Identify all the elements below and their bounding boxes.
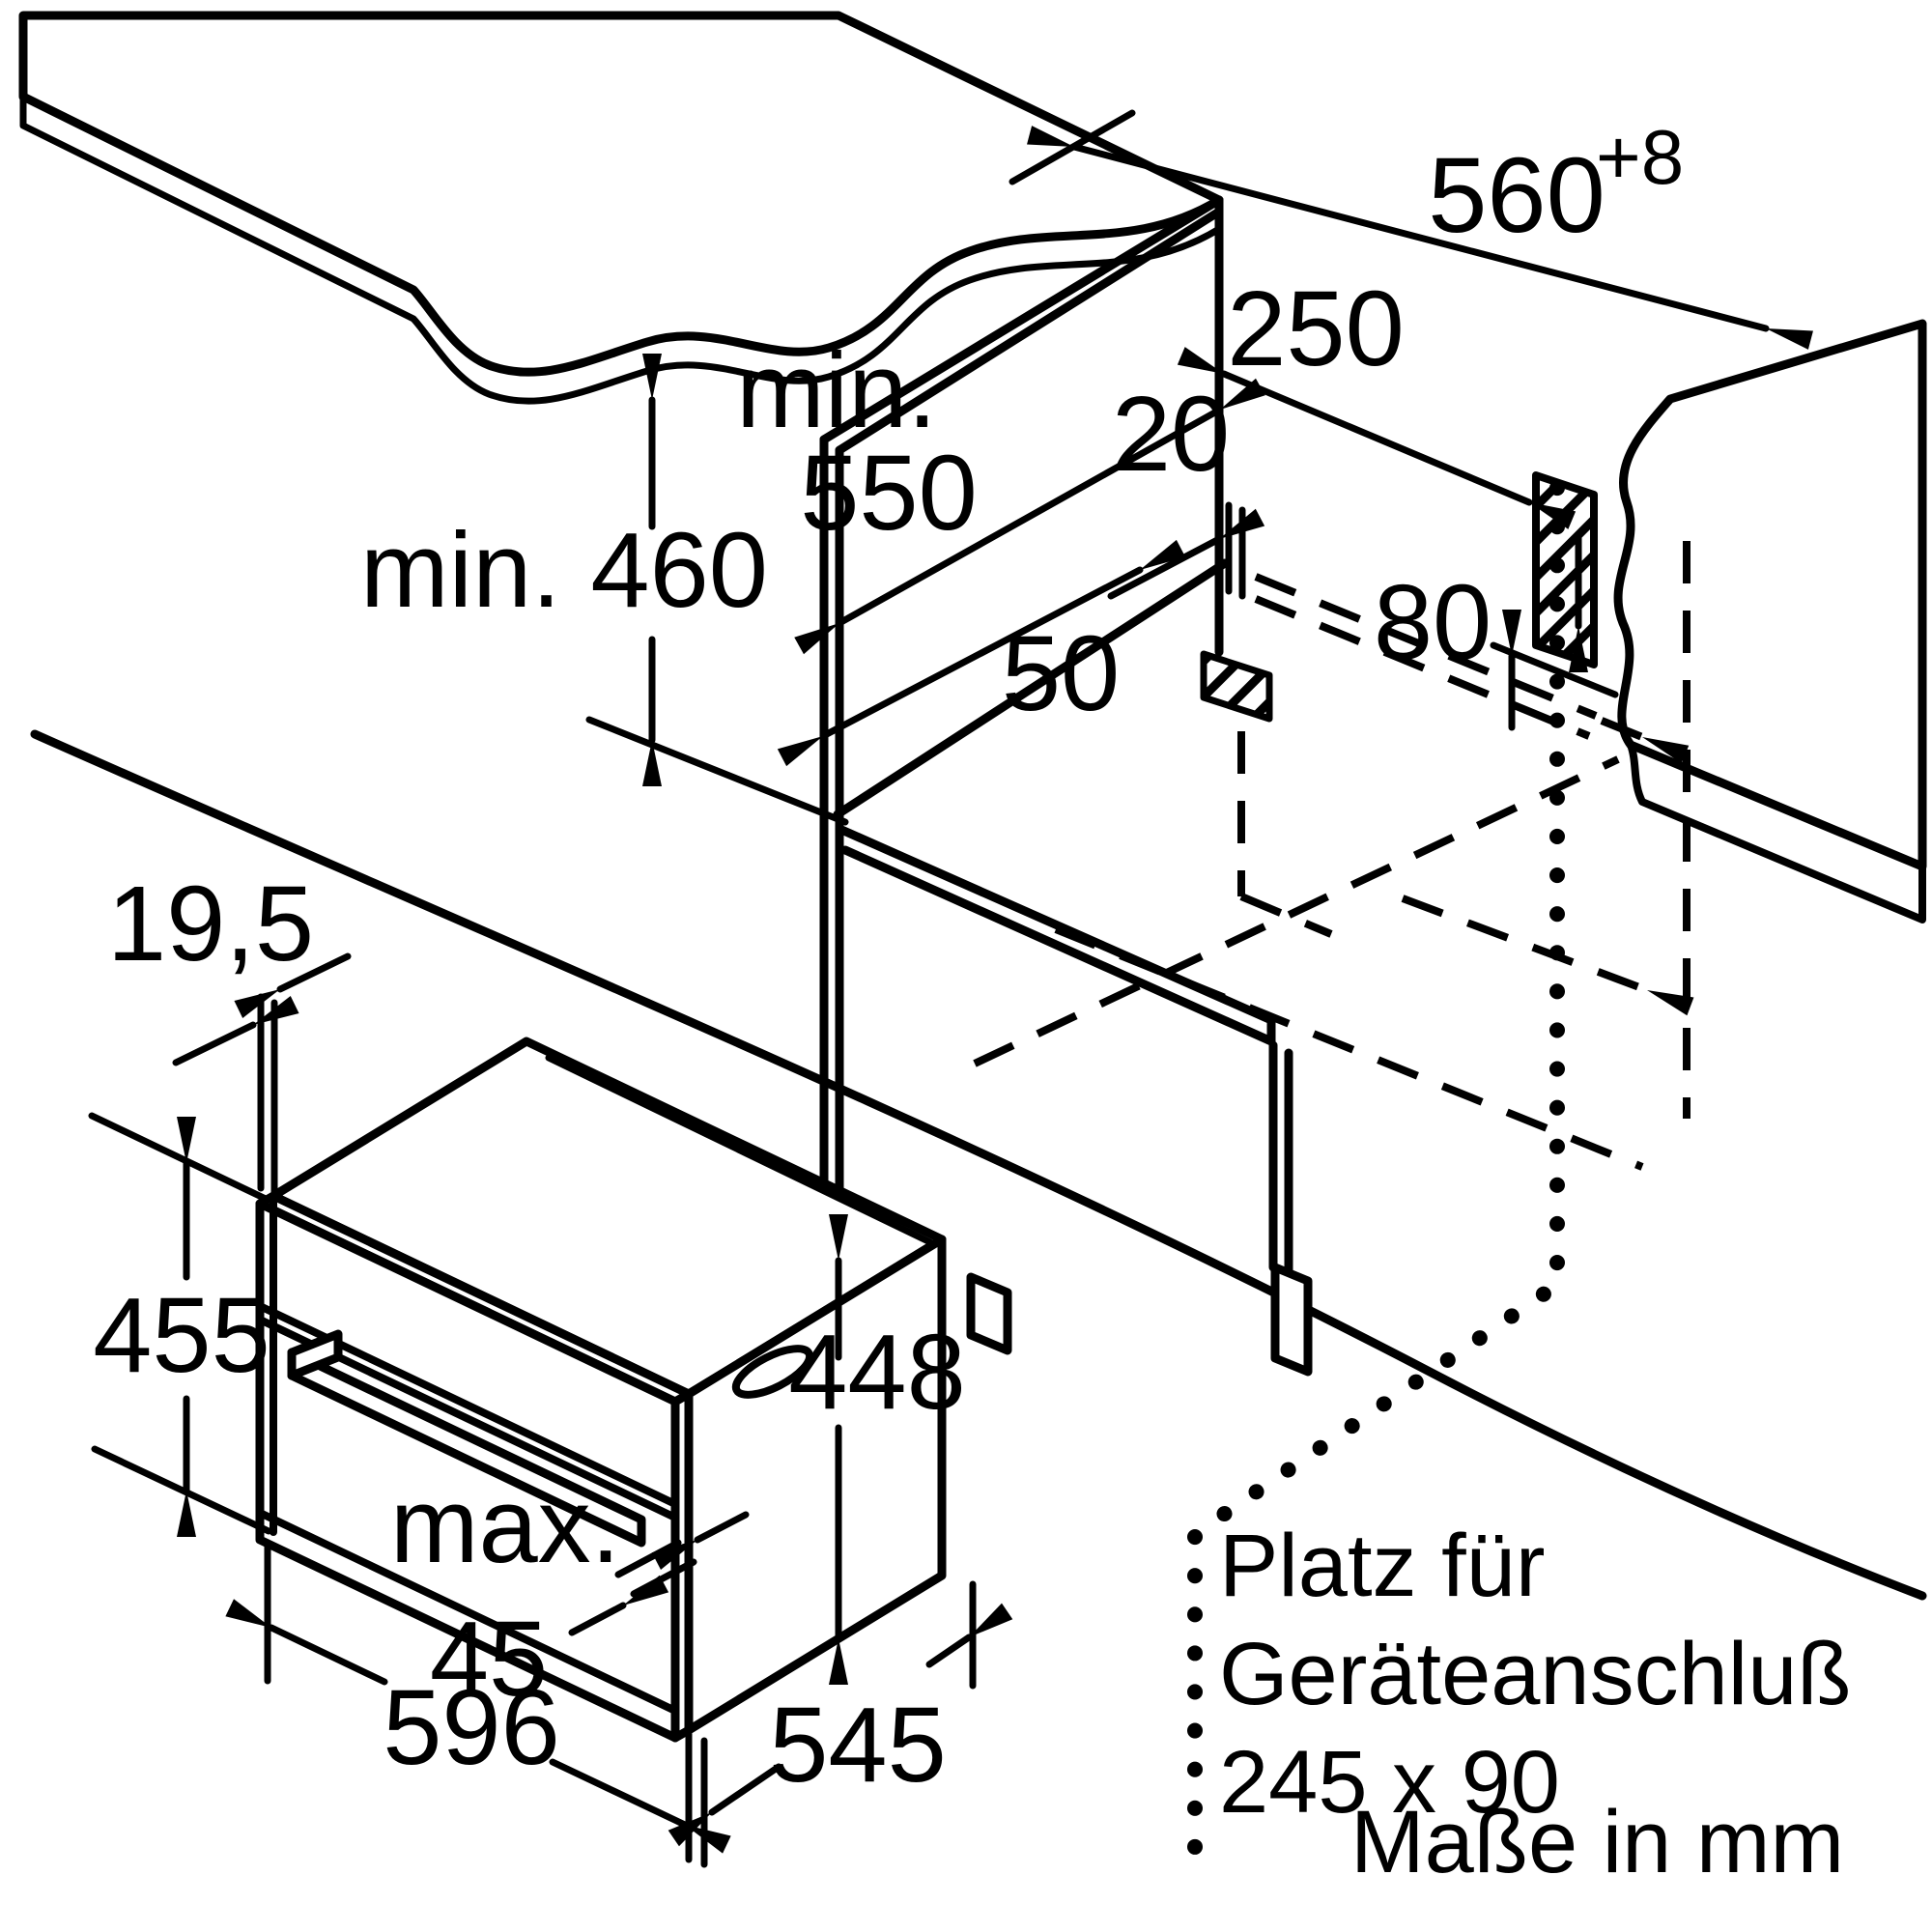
shelf-front-edge (835, 824, 1276, 1046)
label-oven-width: 596 (383, 1668, 560, 1787)
wall-bottom-edge (1627, 741, 1926, 923)
partition-thickness-lines (1225, 501, 1246, 600)
oven-door-handle-end (287, 1329, 343, 1380)
partition-cut-section (1200, 650, 1273, 723)
floor-line (30, 729, 1927, 1601)
dimension-lines (88, 109, 1813, 1868)
label-niche-height: min. 460 (360, 511, 768, 630)
cabinet-foot-middle (966, 1272, 1012, 1355)
label-panel-overhang: 19,5 (107, 865, 314, 983)
label-niche-width-tolerance: +8 (1596, 114, 1684, 200)
units-note: Maße in mm (1350, 1793, 1844, 1891)
right-wall-panel (1613, 319, 1927, 923)
connection-note-line1: Platz für (1219, 1517, 1545, 1615)
label-oven-front-height: 455 (93, 1276, 270, 1395)
connection-area-hatch (1532, 471, 1598, 668)
label-partition-thickness: 20 (1112, 375, 1230, 494)
connection-note-line2: Geräteanschluß (1219, 1625, 1852, 1723)
label-niche-depth-word: min. (736, 331, 937, 450)
oven-door-bottom-line (256, 1509, 679, 1715)
connection-leader-dotted (1187, 480, 1565, 1867)
label-niche-width-base: 560 (1428, 136, 1605, 255)
label-connection-offset-vertical: 80 (1374, 563, 1492, 682)
hidden-edges (973, 541, 1694, 1171)
label-setback: 50 (1002, 614, 1120, 733)
oven-front-face (255, 1199, 680, 1743)
label-niche-depth-value: 550 (800, 434, 978, 553)
countertop-edge-band (19, 93, 1223, 405)
countertop (18, 11, 1224, 405)
oven-top-vent-line (545, 1054, 934, 1246)
connection-note-line3: 245 x 90 (1219, 1733, 1560, 1832)
label-oven-depth: 545 (769, 1686, 947, 1804)
label-handle-depth-word: max. (390, 1466, 620, 1585)
partition-foot (1270, 1263, 1313, 1377)
partition-front-edge (1268, 1040, 1293, 1279)
cabinet-left-panel-front-edge (819, 435, 844, 1240)
label-connection-offset-horizontal: 250 (1227, 270, 1405, 388)
oven-side-handle-cutout (731, 1345, 814, 1399)
label-handle-depth-value: 45 (430, 1600, 548, 1719)
label-oven-body-height: 448 (788, 1313, 966, 1432)
